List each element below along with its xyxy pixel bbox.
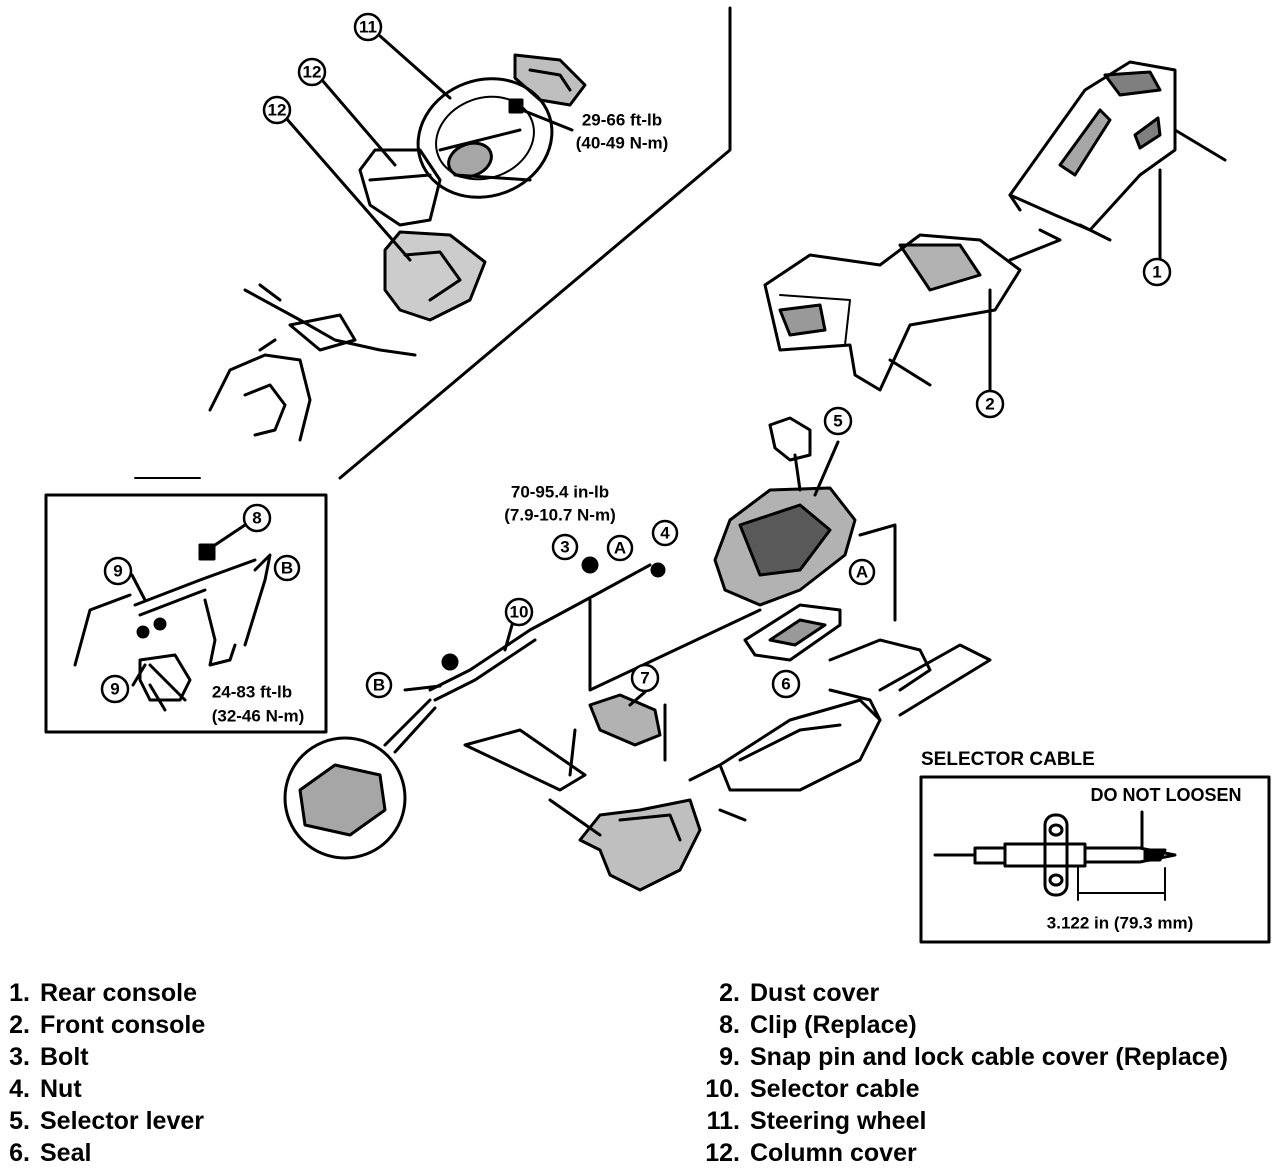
airbag-module-drawing xyxy=(513,53,587,107)
rear-console-drawing xyxy=(1008,60,1227,242)
selector-lever-drawing xyxy=(713,416,857,607)
callout-a-cable: A xyxy=(614,539,626,558)
legend-item-number: 11. xyxy=(706,1107,740,1135)
legend-item-number: 2. xyxy=(9,1011,30,1039)
inset-drawing xyxy=(73,543,272,712)
legend-item-number: 8. xyxy=(719,1011,740,1039)
legend-item: 1. Rear console xyxy=(0,978,197,1008)
legend-item-label: Snap pin and lock cable cover (Replace) xyxy=(750,1043,1228,1071)
legend-item-label: Seal xyxy=(40,1139,92,1167)
floor-tunnel-drawing xyxy=(718,638,992,792)
combination-switch-drawing xyxy=(243,230,487,357)
legend-item-label: Rear console xyxy=(40,979,198,1007)
legend-item-label: Nut xyxy=(40,1075,82,1103)
legend-item-label: Front console xyxy=(40,1011,206,1039)
selector-cable-title: SELECTOR CABLE xyxy=(921,749,1095,770)
legend-item-number: 6. xyxy=(9,1139,30,1167)
legend-item-label: Bolt xyxy=(40,1043,89,1071)
callout-3: 3 xyxy=(560,538,569,557)
callout-10: 10 xyxy=(510,603,529,622)
steering-wheel-nut xyxy=(508,98,524,114)
callout-4: 4 xyxy=(660,524,670,543)
legend-item-number: 2. xyxy=(719,979,740,1007)
legend-item: 8. Clip (Replace) xyxy=(700,1010,917,1040)
callout-6: 6 xyxy=(781,675,790,694)
legend-item-number: 5. xyxy=(9,1107,30,1135)
inset-detail-box xyxy=(44,493,328,734)
legend-item-number: 10. xyxy=(705,1075,740,1103)
dashboard-outline-drawing xyxy=(208,338,312,442)
torque-steering-wheel-ft-lb: 29-66 ft-lb xyxy=(582,111,662,130)
legend-item: 11. Steering wheel xyxy=(700,1106,927,1136)
selector-cable-box xyxy=(919,775,1271,944)
legend-item: 12. Column cover xyxy=(700,1138,917,1168)
torque-inset-ft-lb: 24-83 ft-lb xyxy=(212,683,292,702)
legend-item-number: 9. xyxy=(719,1043,740,1071)
torque-inset-nm: (32-46 N-m) xyxy=(212,707,305,726)
steering-section-divider xyxy=(338,6,732,480)
legend-item: 4. Nut xyxy=(0,1074,82,1104)
legend-item-label: Dust cover xyxy=(750,979,880,1007)
callout-2: 2 xyxy=(985,395,994,414)
legend-item-label: Selector cable xyxy=(750,1075,920,1103)
selector-cable-detail-drawing xyxy=(933,810,1177,901)
column-cover-drawing xyxy=(358,148,442,227)
shift-linkage-drawing xyxy=(463,703,747,892)
callout-12-upper: 12 xyxy=(303,63,322,82)
callout-b-cable: B xyxy=(373,676,385,695)
clip-drawing xyxy=(588,693,662,747)
callout-11: 11 xyxy=(359,18,377,37)
legend-item: 10. Selector cable xyxy=(700,1074,920,1104)
callout-7: 7 xyxy=(640,669,649,688)
torque-cable-bolt-in-lb: 70-95.4 in-lb xyxy=(511,483,609,502)
callout-b-inset: B xyxy=(281,559,293,578)
steering-wheel-drawing xyxy=(416,77,554,199)
callout-12-lower: 12 xyxy=(268,101,287,120)
legend-item-label: Selector lever xyxy=(40,1107,204,1135)
selector-cable-dimension: 3.122 in (79.3 mm) xyxy=(1047,914,1193,933)
selector-cable-note: DO NOT LOOSEN xyxy=(1090,785,1241,805)
legend-item: 2. Dust cover xyxy=(700,978,879,1008)
legend-item: 3. Bolt xyxy=(0,1042,89,1072)
legend-item-number: 1. xyxy=(9,979,30,1007)
legend-item: 6. Seal xyxy=(0,1138,91,1168)
selector-cable-drawing xyxy=(403,556,666,702)
torque-steering-wheel-nm: (40-49 N-m) xyxy=(576,134,669,153)
callout-9-lower: 9 xyxy=(110,680,119,699)
seal-drawing xyxy=(743,603,842,662)
legend-item: 2. Front console xyxy=(0,1010,205,1040)
legend-item-number: 3. xyxy=(9,1043,30,1071)
callout-1: 1 xyxy=(1152,263,1161,282)
legend-item-label: Steering wheel xyxy=(750,1107,927,1135)
callout-9-upper: 9 xyxy=(113,562,122,581)
magnifier-detail xyxy=(283,698,437,860)
torque-cable-bolt-nm: (7.9-10.7 N-m) xyxy=(504,506,615,525)
callout-a-lever: A xyxy=(856,563,868,582)
legend-item: 9. Snap pin and lock cable cover (Replace… xyxy=(700,1042,1228,1072)
callout-5: 5 xyxy=(833,412,842,431)
legend-item-number: 4. xyxy=(9,1075,30,1103)
legend-item-number: 12. xyxy=(705,1139,740,1167)
callout-8: 8 xyxy=(252,509,261,528)
front-console-drawing xyxy=(763,228,1062,392)
exploded-diagram: 11 12 12 1 2 5 4 3 A A 10 B 7 6 8 9 B 9 … xyxy=(44,6,1271,944)
legend-item: 5. Selector lever xyxy=(0,1106,204,1136)
legend-item-label: Clip (Replace) xyxy=(750,1011,917,1039)
legend-item-label: Column cover xyxy=(750,1139,917,1167)
